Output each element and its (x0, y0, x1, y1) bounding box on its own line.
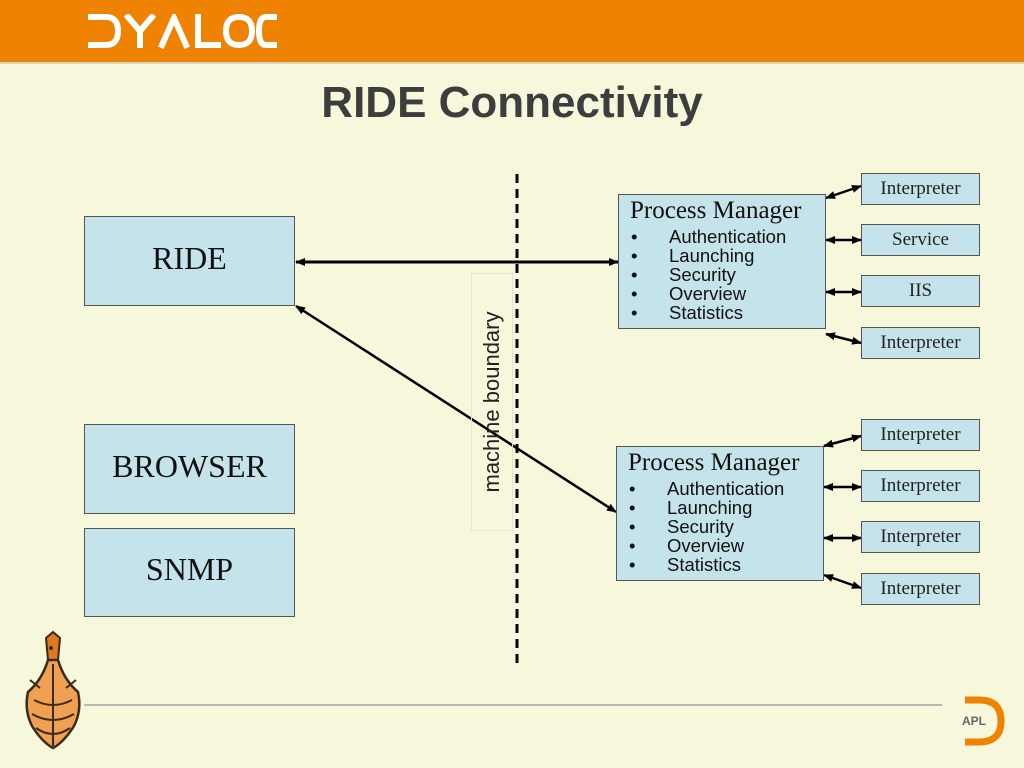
list-item: •Launching (631, 245, 755, 266)
interpreter-box: Interpreter (861, 173, 980, 205)
machine-boundary-label-box (471, 273, 513, 531)
interpreter-box: Interpreter (861, 419, 980, 451)
process-manager-box-2: Process Manager •Authentication •Launchi… (616, 446, 824, 581)
list-item: •Security (631, 264, 736, 285)
process-manager-title: Process Manager (630, 197, 802, 224)
dyalog-logo (88, 14, 277, 49)
list-item: •Statistics (629, 554, 742, 575)
ride-pm2-arrow (295, 304, 617, 514)
process-manager-feature-list: •Authentication •Launching •Security •Ov… (619, 227, 786, 322)
list-item: •Authentication (629, 478, 785, 499)
interpreter-box: Interpreter (861, 573, 980, 605)
service-box: Service (861, 224, 980, 256)
list-item: •Overview (631, 283, 747, 304)
snmp-box: SNMP (84, 528, 295, 617)
footer-divider (84, 704, 942, 706)
machine-boundary-label: machine boundary (479, 311, 504, 493)
apl-logo: APL (957, 694, 1007, 748)
viking-ship-icon (25, 630, 81, 750)
process-manager-box-1: Process Manager •Authentication •Launchi… (618, 194, 826, 329)
list-item: •Overview (629, 535, 745, 556)
browser-box: BROWSER (84, 424, 295, 514)
process-manager-feature-list: •Authentication •Launching •Security •Ov… (617, 479, 784, 574)
header-divider (0, 62, 1024, 64)
process-manager-title: Process Manager (628, 449, 800, 476)
list-item: •Statistics (631, 302, 744, 323)
apl-logo-text: APL (962, 714, 986, 728)
pm2-target4-arrow (823, 573, 862, 590)
pm1-target4-arrow (825, 332, 862, 345)
header-bar (0, 0, 1024, 62)
iis-box: IIS (861, 275, 980, 307)
list-item: •Launching (629, 497, 753, 518)
pm1-target1-arrow (825, 184, 862, 200)
interpreter-box: Interpreter (861, 327, 980, 359)
slide-title: RIDE Connectivity (321, 78, 703, 127)
ride-box: RIDE (84, 216, 295, 306)
list-item: •Authentication (631, 226, 787, 247)
list-item: •Security (629, 516, 734, 537)
pm2-target1-arrow (823, 434, 862, 448)
interpreter-box: Interpreter (861, 521, 980, 553)
interpreter-box: Interpreter (861, 470, 980, 502)
